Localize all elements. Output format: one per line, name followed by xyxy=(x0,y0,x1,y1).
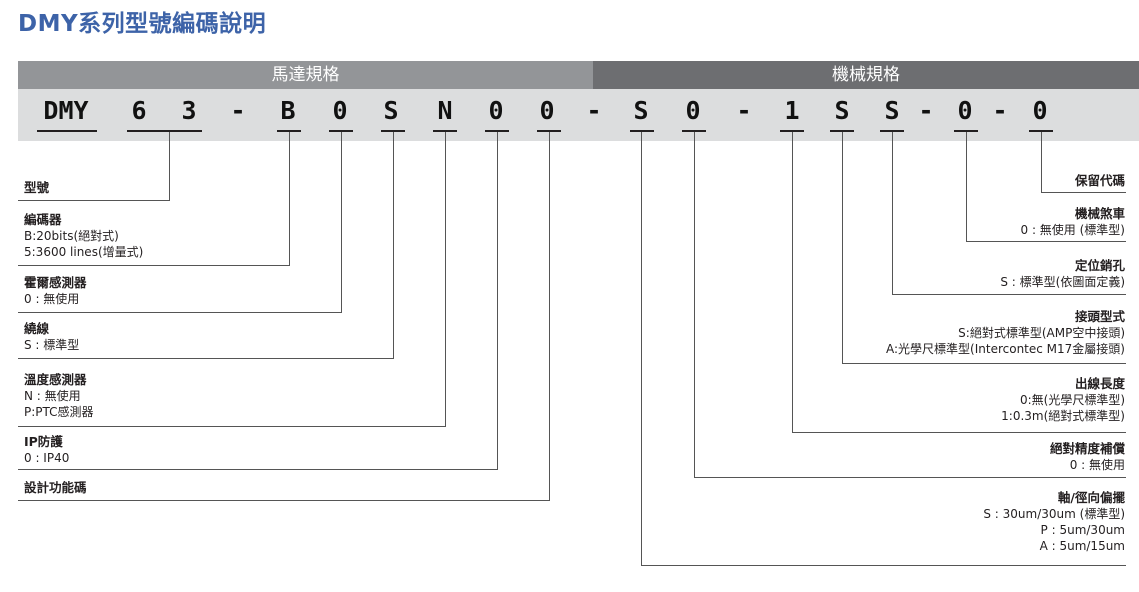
field-ip-protection: IP防護 0 : IP40 xyxy=(24,434,70,465)
field-runout: 軸/徑向偏擺 S : 30um/30um (標準型) P : 5um/30um … xyxy=(983,490,1125,553)
code-char: 0 xyxy=(685,96,701,125)
field-hall-sensor: 霍爾感測器 0 : 無使用 xyxy=(24,275,87,306)
mechanical-spec-header: 機械規格 xyxy=(593,61,1139,89)
code-char: S xyxy=(884,96,900,125)
underline-accuracy xyxy=(682,130,706,132)
underline-runout xyxy=(630,130,654,132)
code-char: 6 xyxy=(131,96,147,125)
underline-brake xyxy=(954,130,978,132)
code-char: B xyxy=(280,96,296,125)
divider xyxy=(18,469,498,470)
divider xyxy=(1041,192,1126,193)
connector xyxy=(341,132,342,312)
divider xyxy=(18,312,342,313)
field-design-code: 設計功能碼 xyxy=(24,480,87,495)
code-char: 0 xyxy=(332,96,348,125)
connector xyxy=(549,132,550,500)
underline-hall xyxy=(329,130,353,132)
connector xyxy=(169,132,170,200)
code-char: S xyxy=(633,96,649,125)
divider xyxy=(18,500,550,501)
field-winding: 繞線 S : 標準型 xyxy=(24,321,80,352)
field-brake: 機械煞車 0 : 無使用 (標準型) xyxy=(1020,206,1126,237)
connector xyxy=(289,132,290,265)
divider xyxy=(18,265,290,266)
code-char: S xyxy=(834,96,850,125)
underline-encoder xyxy=(277,130,301,132)
connector xyxy=(393,132,394,358)
connector xyxy=(641,132,642,565)
code-separator: - xyxy=(230,96,246,125)
divider xyxy=(792,432,1126,433)
page-title: DMY系列型號編碼說明 xyxy=(18,11,267,37)
field-encoder: 編碼器 B:20bits(絕對式) 5:3600 lines(增量式) xyxy=(24,212,144,259)
field-accuracy-comp: 絕對精度補償 0 : 無使用 xyxy=(1049,441,1125,472)
code-char: DMY xyxy=(43,96,89,125)
divider xyxy=(18,200,170,201)
connector xyxy=(497,132,498,469)
underline-ip xyxy=(485,130,509,132)
connector xyxy=(842,132,843,363)
code-separator: - xyxy=(918,96,934,125)
connector xyxy=(892,132,893,294)
divider xyxy=(966,241,1126,242)
field-connector-type: 接頭型式 S:絕對式標準型(AMP空中接頭) A:光學尺標準型(Intercon… xyxy=(886,309,1125,356)
code-char: 0 xyxy=(957,96,973,125)
underline-size xyxy=(127,130,202,132)
underline-winding xyxy=(381,130,405,132)
field-cable-length: 出線長度 0:無(光學尺標準型) 1:0.3m(絕對式標準型) xyxy=(1001,376,1125,423)
field-temp-sensor: 溫度感測器 N : 無使用 P:PTC感測器 xyxy=(24,372,94,419)
connector xyxy=(966,132,967,241)
divider xyxy=(641,565,1126,566)
code-char: N xyxy=(437,96,453,125)
connector xyxy=(1041,132,1042,192)
divider xyxy=(18,426,446,427)
code-char: 0 xyxy=(488,96,504,125)
code-separator: - xyxy=(992,96,1008,125)
field-reserved: 保留代碼 xyxy=(1074,173,1125,188)
field-model: 型號 xyxy=(24,180,50,195)
divider xyxy=(842,363,1126,364)
code-separator: - xyxy=(586,96,602,125)
underline-cable xyxy=(780,130,804,132)
underline-reserved xyxy=(1029,130,1053,132)
code-separator: - xyxy=(736,96,752,125)
underline-connector xyxy=(830,130,854,132)
code-char: 0 xyxy=(539,96,555,125)
mechanical-spec-label: 機械規格 xyxy=(832,65,900,85)
divider xyxy=(892,294,1126,295)
code-char: 0 xyxy=(1032,96,1048,125)
divider xyxy=(694,477,1126,478)
code-char: 1 xyxy=(784,96,800,125)
model-code-band xyxy=(18,89,1139,141)
underline-temp xyxy=(433,130,457,132)
motor-spec-label: 馬達規格 xyxy=(271,65,340,85)
field-locating-pin: 定位銷孔 S : 標準型(依圖面定義) xyxy=(1000,258,1125,289)
connector xyxy=(445,132,446,426)
code-char: S xyxy=(383,96,399,125)
connector xyxy=(792,132,793,432)
connector xyxy=(694,132,695,477)
underline-design xyxy=(537,130,561,132)
motor-spec-header: 馬達規格 xyxy=(18,61,593,89)
code-char: 3 xyxy=(181,96,197,125)
underline-pin xyxy=(880,130,904,132)
underline-model xyxy=(37,130,97,132)
divider xyxy=(18,358,394,359)
